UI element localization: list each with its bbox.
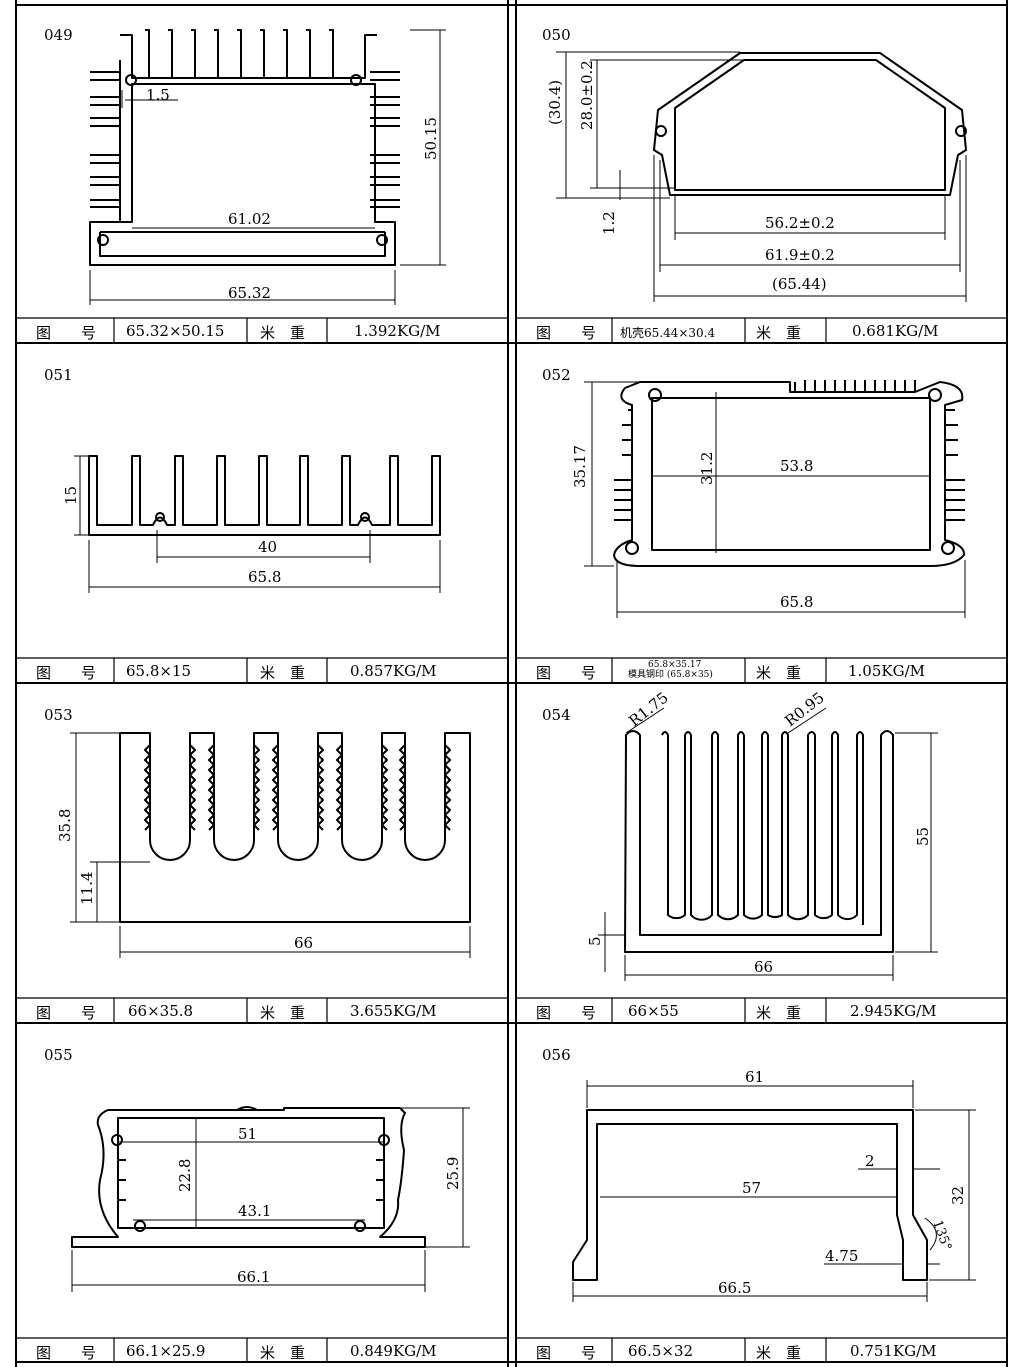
weight-value: 0.681KG/M <box>852 322 939 340</box>
dim-050-c: 1.2 <box>600 211 618 235</box>
weight-label: 米 重 <box>756 664 802 682</box>
weight-label: 米 重 <box>756 324 802 342</box>
weight-value: 0.751KG/M <box>850 1342 937 1360</box>
model-value: 65.32×50.15 <box>126 322 225 340</box>
part-id-056: 056 <box>542 1046 571 1064</box>
dim-049-a: 1.5 <box>146 86 170 104</box>
dim-052-d: 65.8 <box>780 593 813 611</box>
dim-054-e: 66 <box>754 958 773 976</box>
dim-050-e: 61.9±0.2 <box>765 246 835 264</box>
dim-056-e: 135° <box>929 1218 954 1253</box>
model-value: 65.8×15 <box>126 662 192 680</box>
part-id-055: 055 <box>44 1046 73 1064</box>
part-id-049: 049 <box>44 26 73 44</box>
dim-051-c: 65.8 <box>248 568 281 586</box>
weight-label: 米 重 <box>260 664 306 682</box>
dim-054-d: 5 <box>586 936 604 946</box>
dim-050-b: 28.0±0.2 <box>578 60 596 130</box>
model-label: 图 号 <box>536 324 597 342</box>
model-value: 66.1×25.9 <box>126 1342 206 1360</box>
dim-052-b: 31.2 <box>698 452 716 485</box>
weight-label: 米 重 <box>756 1344 802 1362</box>
model-value-line1: 65.8×35.17 <box>648 660 702 670</box>
dim-049-d: 65.32 <box>228 284 271 302</box>
part-id-053: 053 <box>44 706 73 724</box>
dim-056-g: 66.5 <box>718 1279 751 1297</box>
dim-051-b: 40 <box>258 538 277 556</box>
model-value: 66×55 <box>628 1002 679 1020</box>
weight-label: 米 重 <box>260 324 306 342</box>
part-id-050: 050 <box>542 26 571 44</box>
model-label: 图 号 <box>36 1344 97 1362</box>
weight-label: 米 重 <box>260 1004 306 1022</box>
dim-055-d: 43.1 <box>238 1202 271 1220</box>
weight-value: 3.655KG/M <box>350 1002 437 1020</box>
dim-051-a: 15 <box>62 486 80 505</box>
model-label: 图 号 <box>36 664 97 682</box>
model-label: 图 号 <box>536 1004 597 1022</box>
dim-052-a: 35.17 <box>571 445 589 488</box>
dim-054-c: 55 <box>914 827 932 846</box>
dim-050-f: (65.44) <box>772 275 827 293</box>
weight-value: 0.849KG/M <box>350 1342 437 1360</box>
dim-055-e: 66.1 <box>237 1268 270 1286</box>
dim-050-d: 56.2±0.2 <box>765 214 835 232</box>
model-label: 图 号 <box>36 324 97 342</box>
part-id-054: 054 <box>542 706 571 724</box>
model-value: 66×35.8 <box>128 1002 194 1020</box>
model-label: 图 号 <box>536 664 597 682</box>
model-label: 图 号 <box>536 1344 597 1362</box>
dim-053-c: 66 <box>294 934 313 952</box>
dim-049-b: 50.15 <box>422 117 440 160</box>
dim-056-b: 2 <box>865 1152 875 1170</box>
model-value: 机壳65.44×30.4 <box>620 326 716 340</box>
dim-055-a: 51 <box>238 1125 257 1143</box>
dim-050-a: (30.4) <box>546 80 564 125</box>
weight-label: 米 重 <box>260 1344 306 1362</box>
dim-049-c: 61.02 <box>228 210 271 228</box>
model-value-line2: 模具钢印 (65.8×35) <box>628 670 713 680</box>
dim-053-b: 11.4 <box>78 872 96 905</box>
weight-label: 米 重 <box>756 1004 802 1022</box>
weight-value: 2.945KG/M <box>850 1002 937 1020</box>
part-id-051: 051 <box>44 366 73 384</box>
dim-056-a: 61 <box>745 1068 764 1086</box>
dim-053-a: 35.8 <box>56 809 74 842</box>
model-value: 66.5×32 <box>628 1342 694 1360</box>
weight-value: 1.392KG/M <box>354 322 441 340</box>
dim-056-f: 4.75 <box>825 1247 858 1265</box>
dim-055-b: 22.8 <box>176 1159 194 1192</box>
weight-value: 0.857KG/M <box>350 662 437 680</box>
dim-056-c: 32 <box>949 1186 967 1205</box>
dim-052-c: 53.8 <box>780 457 813 475</box>
dim-055-c: 25.9 <box>444 1157 462 1190</box>
model-label: 图 号 <box>36 1004 97 1022</box>
part-id-052: 052 <box>542 366 571 384</box>
dim-056-d: 57 <box>742 1179 761 1197</box>
weight-value: 1.05KG/M <box>848 662 925 680</box>
